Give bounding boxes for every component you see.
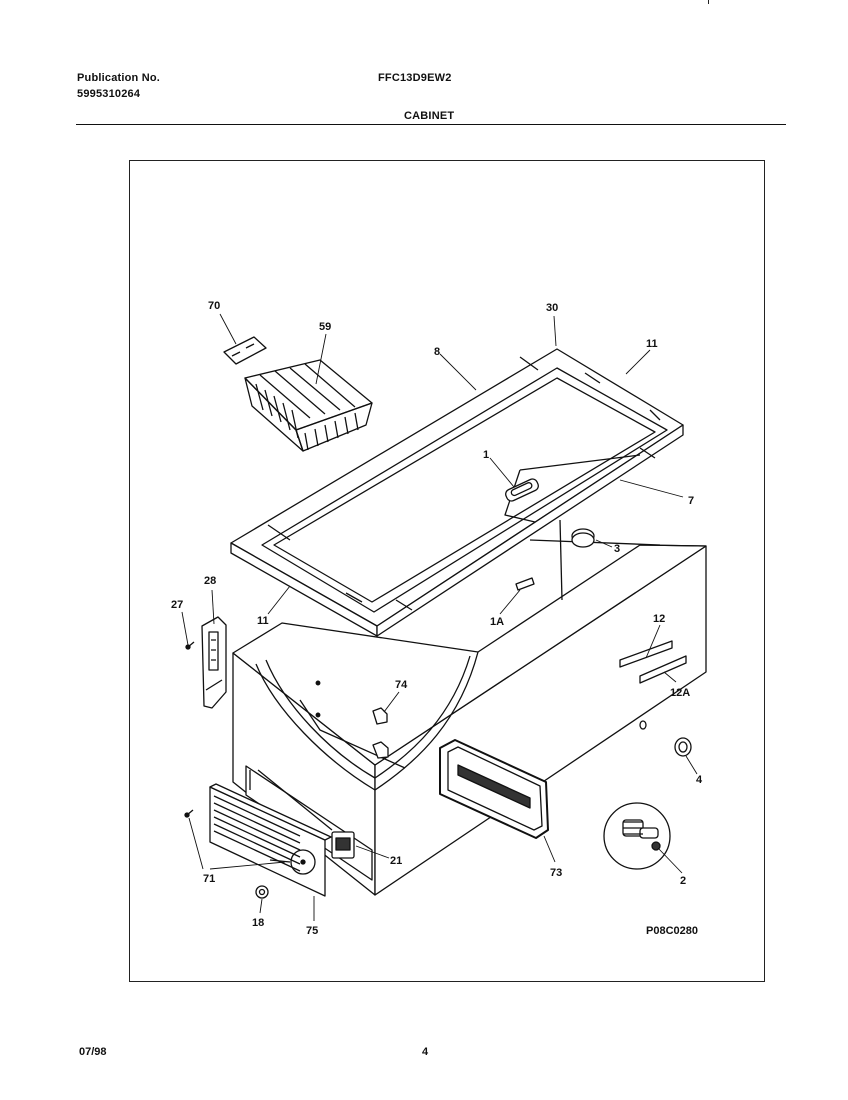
access-grille — [209, 783, 332, 897]
callout-71: 71 — [203, 873, 215, 885]
diagram-frame — [129, 160, 765, 982]
page-edge-mark — [708, 0, 709, 4]
callout-30: 30 — [546, 302, 558, 314]
callout-21: 21 — [390, 855, 402, 867]
section-title: CABINET — [404, 110, 455, 122]
grommet — [674, 737, 692, 757]
header-rule — [76, 124, 786, 125]
cabinet-body — [232, 519, 707, 896]
callout-73: 73 — [550, 867, 562, 879]
model-number: FFC13D9EW2 — [378, 72, 452, 84]
callout-4: 4 — [696, 774, 703, 786]
publication-label: Publication No. — [77, 72, 161, 84]
callout-74: 74 — [395, 679, 408, 691]
wire-basket — [244, 359, 373, 452]
callout-27: 27 — [171, 599, 183, 611]
basket-divider — [223, 336, 267, 365]
page-number: 4 — [422, 1046, 429, 1058]
publication-number: 5995310264 — [77, 88, 141, 100]
callout-11-left: 11 — [257, 615, 269, 627]
callout-3: 3 — [614, 543, 620, 555]
lid-hinge — [185, 616, 227, 709]
callout-70: 70 — [208, 300, 220, 312]
callout-59: 59 — [319, 321, 331, 333]
callout-1: 1 — [483, 449, 489, 461]
drain-fitting — [603, 802, 671, 870]
footer-date: 07/98 — [79, 1046, 107, 1058]
callout-11-right: 11 — [646, 338, 658, 350]
callout-75: 75 — [306, 925, 318, 937]
callout-12A: 12A — [670, 687, 690, 699]
light-switch — [515, 577, 535, 591]
callout-labels: 70 59 30 8 11 1 7 3 28 27 11 1A 12 12A 7… — [171, 300, 703, 937]
wire-clips — [372, 707, 389, 759]
callout-28: 28 — [204, 575, 216, 587]
callout-1A: 1A — [490, 616, 504, 628]
lid-handle — [505, 478, 539, 502]
callout-2: 2 — [680, 875, 686, 887]
callout-8: 8 — [434, 346, 440, 358]
drain-plug — [571, 528, 595, 548]
cabinet-labels — [619, 640, 687, 684]
control-box — [331, 831, 355, 859]
leader-lines — [181, 313, 698, 921]
callout-12: 12 — [653, 613, 665, 625]
nameplate — [439, 739, 549, 839]
lid-assembly — [230, 348, 684, 637]
figure-code: P08C0280 — [646, 925, 698, 937]
callout-18: 18 — [252, 917, 264, 929]
callout-7: 7 — [688, 495, 694, 507]
grille-fasteners — [184, 809, 269, 899]
